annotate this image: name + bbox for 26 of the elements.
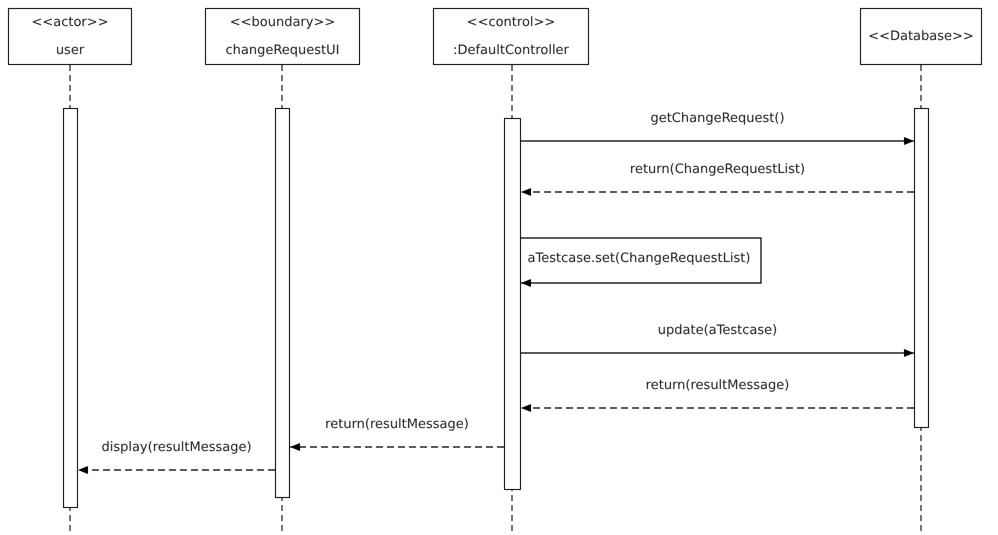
message-label: aTestcase.set(ChangeRequestList) [526,250,752,266]
lifeline-head-box [205,8,360,65]
message-label: return(resultMessage) [323,417,471,432]
stereotype-label: <<boundary>> [230,15,336,30]
lifeline-name: changeRequestUI [226,42,340,58]
message-label: return(resultMessage) [644,378,792,393]
lifeline-name: user [56,42,84,58]
message-arrow [521,349,914,357]
message-arrow [521,237,762,287]
message-arrow [521,137,914,145]
lifeline-name: :DefaultController [453,42,569,58]
lifeline-head-box [8,8,132,65]
stereotype-label: <<control>> [466,15,556,30]
activation-bar [914,108,929,428]
stereotype-label: <<actor>> [31,15,109,30]
return-message-arrow [521,188,914,196]
lifeline-head-box [860,8,982,65]
activation-bar [63,108,78,508]
activation-bar [275,108,290,498]
return-message-arrow [521,404,914,412]
return-message-arrow [290,443,504,451]
stereotype-label: <<Database>> [868,29,974,44]
lifeline-head-box [433,8,589,65]
activation-bar [504,118,521,490]
return-message-arrow [78,466,275,474]
message-label: update(aTestcase) [656,323,780,338]
